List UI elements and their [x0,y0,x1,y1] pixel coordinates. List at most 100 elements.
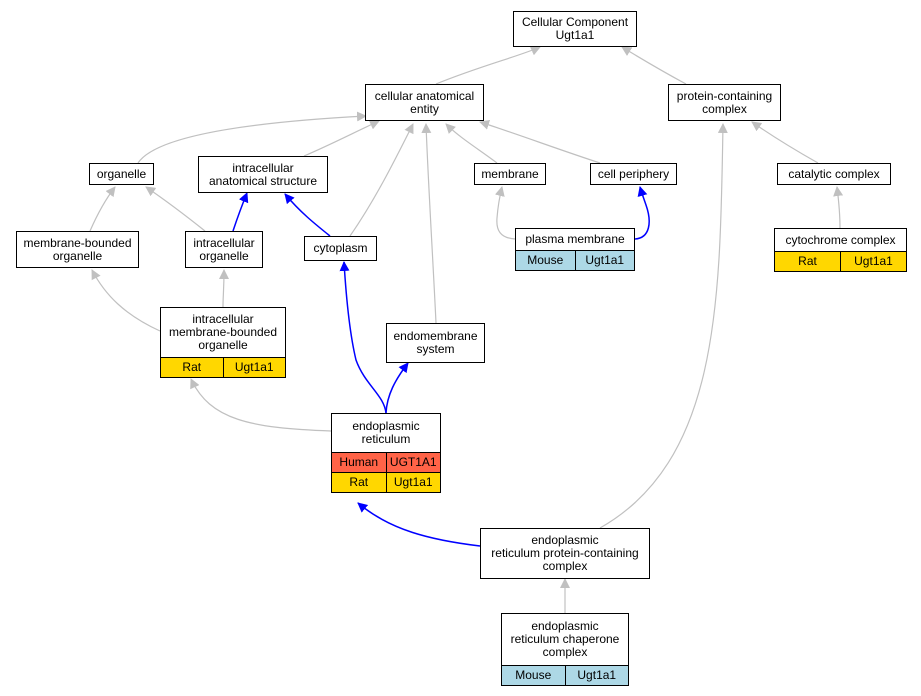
gene-cell: Ugt1a1 [222,358,286,377]
edge-er-to-imbo [190,378,332,432]
node-label-line: membrane-bounded [168,325,278,339]
node-label-line: membrane [481,166,539,181]
node-label: plasma membrane [516,229,634,250]
species-cell: Rat [798,254,817,268]
gene-cell: UGT1A1 [385,453,441,472]
species-cell: Mouse [515,668,552,682]
edge-io-to-organelle [145,186,206,232]
node-label: cytoplasm [305,237,376,260]
node-label-line: cytochrome complex [785,232,896,247]
edge-cae-to-root [435,46,541,85]
node-membrane[interactable]: membrane [474,163,546,185]
node-label-line: cellular anatomical [374,88,475,103]
edge-er-to-endomembrane [385,362,409,414]
species-cell: Human [339,455,379,469]
node-label: catalytic complex [778,164,890,184]
edge-erpcc-to-pcc [599,123,728,529]
node-label-line: endomembrane [393,329,478,343]
node-label: cytochrome complex [775,229,906,251]
node-label-line: endoplasmic [531,619,599,633]
node-label-line: endoplasmic [531,533,599,547]
node-organelle[interactable]: organelle [89,163,154,185]
annotation-row: Mouse Ugt1a1 [502,665,628,685]
edge-endomembrane-to-cae [421,123,437,324]
edge-cytochrome-to-catalytic [833,186,844,229]
edge-erpcc-to-er [357,502,481,547]
edge-io-to-ias [232,192,249,232]
node-cytoplasm[interactable]: cytoplasm [304,236,377,261]
gene-cell: Ugt1a1 [840,252,906,271]
edge-pcc-to-root [621,46,687,85]
node-cell-periphery[interactable]: cell periphery [590,163,677,185]
node-label-line: system [416,342,455,356]
annotation-row: Rat Ugt1a1 [775,251,906,271]
annotation-row: Rat Ugt1a1 [161,357,285,377]
edge-plasmamembrane-to-membrane [494,186,516,240]
edge-catalytic-to-pcc [751,121,819,164]
node-label: membrane [475,164,545,184]
edge-cytoplasm-to-cae [349,123,414,237]
species-cell: Rat [349,475,369,489]
annotation-row: Rat Ugt1a1 [332,472,440,492]
node-label-line: organelle [199,248,249,263]
node-label-line: intracellular [193,235,255,250]
gene-cell: Ugt1a1 [574,251,635,270]
node-label-line: endoplasmic [352,419,420,433]
node-label-line: cytoplasm [313,241,368,255]
node-label-line: catalytic complex [788,166,880,181]
edge-cytoplasm-to-ias [284,193,331,237]
node-catalytic-complex[interactable]: catalytic complex [777,163,891,185]
node-label-line: anatomical structure [208,173,318,188]
node-label-line: organelle [198,338,248,352]
node-label-line: complex [542,559,588,573]
node-label: organelle [90,164,153,184]
node-label-line: cell periphery [597,166,670,181]
node-label-line: reticulum protein-containing [491,546,639,560]
edge-organelle-to-cae [137,111,367,164]
gene-cell: Ugt1a1 [385,473,441,492]
node-label-line: complex [702,101,747,116]
annotation-row: Human UGT1A1 [332,452,440,472]
edge-plasmamembrane-to-cellperiphery [634,186,650,240]
edge-er-to-cytoplasm [339,261,387,414]
node-label-line: entity [410,101,439,116]
edge-imbo-to-mbo [91,269,161,332]
node-label-line: Ugt1a1 [555,28,595,42]
node-label-line: membrane-bounded [23,235,132,250]
edge-ias-to-cae [303,120,380,157]
gene-cell: Ugt1a1 [564,666,629,685]
edge-mbo-to-organelle [89,186,116,232]
node-label-line: Cellular Component [521,15,629,29]
node-label-line: intracellular [232,160,294,175]
node-label-line: organelle [96,166,147,181]
node-label: cell periphery [591,164,676,184]
node-label-line: protein-containing [676,88,773,103]
species-cell: Rat [182,360,202,374]
node-label-line: organelle [52,248,103,263]
